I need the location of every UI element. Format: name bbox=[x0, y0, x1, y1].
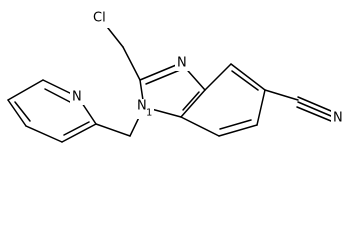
atom-label-nitrile-n: N bbox=[333, 111, 343, 126]
bond-nitrile-triple-b bbox=[297, 101, 332, 117]
bond-c3a-c4 bbox=[204, 63, 232, 91]
atom-label-n1: N bbox=[137, 99, 147, 114]
bond-ch2-pyridine bbox=[95, 123, 131, 137]
atom-label-chlorine: Cl bbox=[93, 11, 106, 26]
bond-py-c4-c3 bbox=[25, 125, 63, 143]
chemical-structure-figure: Cl N N 1 N N bbox=[7, 10, 343, 143]
bond-c6-c7 bbox=[218, 124, 258, 137]
bond-c2-n3 bbox=[139, 62, 182, 81]
bond-c3a-c7a-inner bbox=[182, 91, 200, 111]
bond-py-c3-c2 bbox=[61, 123, 97, 143]
bond-c5-cn bbox=[264, 89, 299, 101]
atom-label-pyridine-n: N bbox=[72, 90, 82, 105]
molecule-drawing: Cl N N 1 N N bbox=[7, 10, 343, 143]
bond-ch2-c2 bbox=[122, 46, 141, 81]
bond-c3a-c7a bbox=[180, 89, 206, 118]
bond-c4-c5-double bbox=[231, 70, 259, 91]
bond-c4-c5 bbox=[230, 63, 266, 91]
bond-nitrile-triple-a bbox=[297, 96, 332, 112]
bond-py-c5-c4-double bbox=[14, 101, 31, 122]
bond-py-n-c6-double bbox=[44, 88, 71, 103]
bond-c7-c7a bbox=[180, 116, 220, 137]
bond-py-c5-c4 bbox=[7, 99, 27, 127]
bond-nitrile-triple-c bbox=[296, 106, 332, 122]
bond-c5-c6 bbox=[256, 89, 266, 126]
atom-label-imidazole-n: N bbox=[177, 56, 187, 71]
atom-locant-1: 1 bbox=[146, 108, 152, 119]
bond-py-c6-c5 bbox=[7, 79, 44, 101]
bond-c6-c7-double bbox=[219, 119, 252, 130]
bond-py-c3-c2-double bbox=[63, 121, 90, 136]
bond-c2-n3-double bbox=[145, 69, 181, 85]
